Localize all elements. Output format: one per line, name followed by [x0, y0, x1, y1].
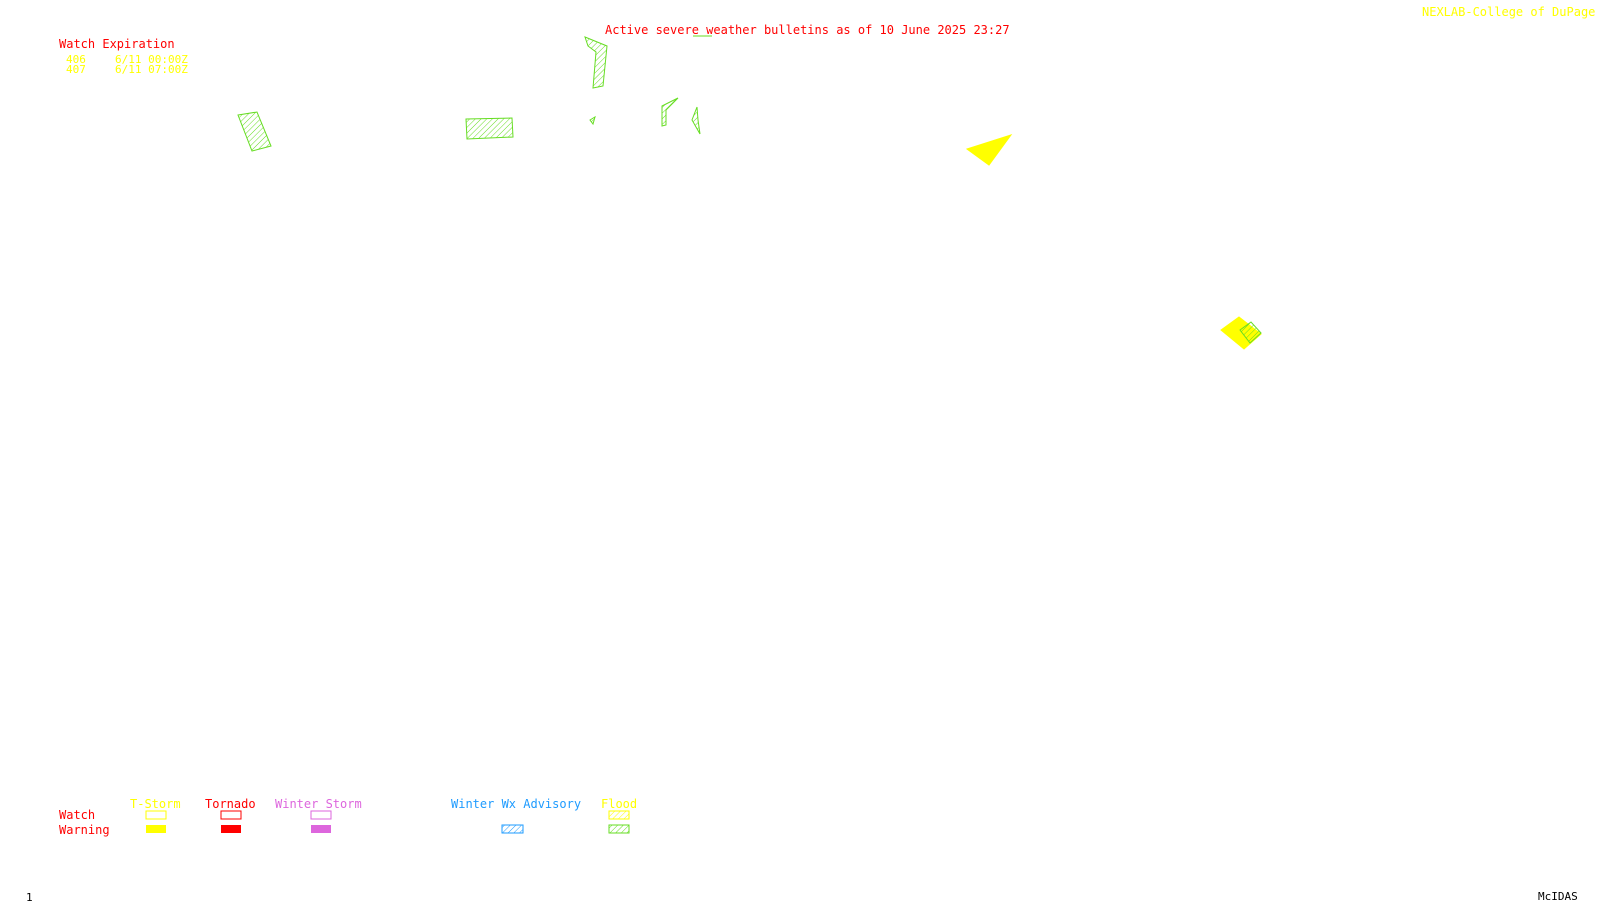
tstorm-warning-swatch — [146, 825, 166, 833]
flood-warning-polygon — [1239, 321, 1262, 344]
flood-watch-swatch — [608, 810, 630, 820]
watch-expiration-title: Watch Expiration — [59, 37, 175, 51]
frame-number: 1 — [26, 891, 33, 904]
watch-number: 407 — [66, 63, 86, 76]
legend-category-winter-storm: Winter Storm — [275, 797, 362, 811]
credit-text: NEXLAB-College of DuPage R — [1422, 5, 1600, 19]
watch-expires: 6/11 07:00Z — [115, 63, 188, 76]
legend-category-tstorm: T-Storm — [130, 797, 181, 811]
legend-row-watch: Watch — [59, 808, 96, 822]
winter-storm-warning-swatch — [311, 825, 331, 833]
tornado-watch-swatch — [220, 810, 242, 820]
tstorm-warning-polygon — [965, 134, 1013, 166]
watch-expires: 6/11 00:00Z — [115, 53, 188, 66]
legend-category-winter-wx-advisory: Winter Wx Advisory — [451, 797, 582, 811]
watch-number: 406 — [66, 53, 86, 66]
flood-warning-polygon — [661, 97, 679, 127]
flood-warning-polygon — [237, 111, 272, 152]
tstorm-watch-swatch — [145, 810, 167, 820]
legend-category-flood: Flood — [601, 797, 638, 811]
bulletin-title: Active severe weather bulletins as of 10… — [605, 23, 1010, 37]
legend-category-tornado: Tornado — [205, 797, 256, 811]
flood-warning-swatch — [608, 824, 630, 834]
winter-storm-watch-swatch — [310, 810, 332, 820]
legend-row-warning: Warning — [59, 823, 110, 837]
flood-warning-polygon — [584, 36, 608, 89]
software-label: McIDAS — [1538, 890, 1578, 903]
winter-wx-advisory-swatch — [501, 824, 524, 834]
flood-warning-polygon — [589, 115, 596, 126]
flood-warning-polygon — [691, 106, 701, 135]
tornado-warning-swatch — [221, 825, 241, 833]
flood-warning-polygon — [465, 117, 514, 140]
